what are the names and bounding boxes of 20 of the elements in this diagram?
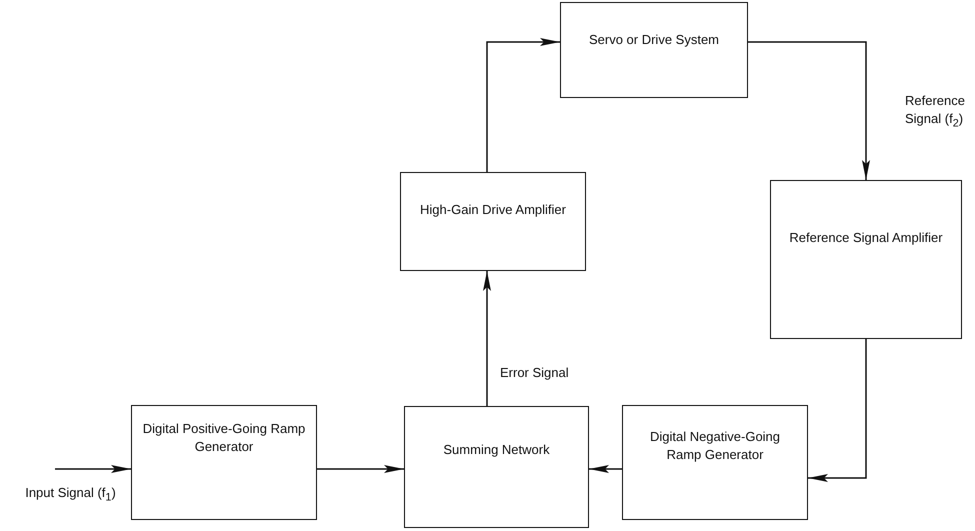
block-label: Digital Negative-Going Ramp Generator (648, 428, 782, 464)
arrow (317, 465, 404, 473)
arrow (748, 41, 870, 180)
arrow (808, 339, 867, 482)
arrow (589, 465, 622, 473)
block-box (560, 2, 748, 98)
arrow (486, 38, 560, 172)
block-box (404, 406, 589, 528)
block-box (131, 405, 317, 520)
block-label: High-Gain Drive Amplifier (419, 201, 567, 219)
arrow (55, 465, 131, 473)
block-label: Reference Signal Amplifier (788, 229, 944, 247)
block-label: Summing Network (442, 441, 551, 459)
block-box (770, 180, 962, 339)
block-box (400, 172, 586, 271)
block-label: Servo or Drive System (588, 31, 720, 49)
arrow (483, 271, 491, 406)
signal-label: Input Signal (f$_{1}$) (25, 484, 116, 506)
block-label: Digital Positive-Going Ramp Generator (142, 420, 306, 456)
block-box (622, 405, 808, 520)
